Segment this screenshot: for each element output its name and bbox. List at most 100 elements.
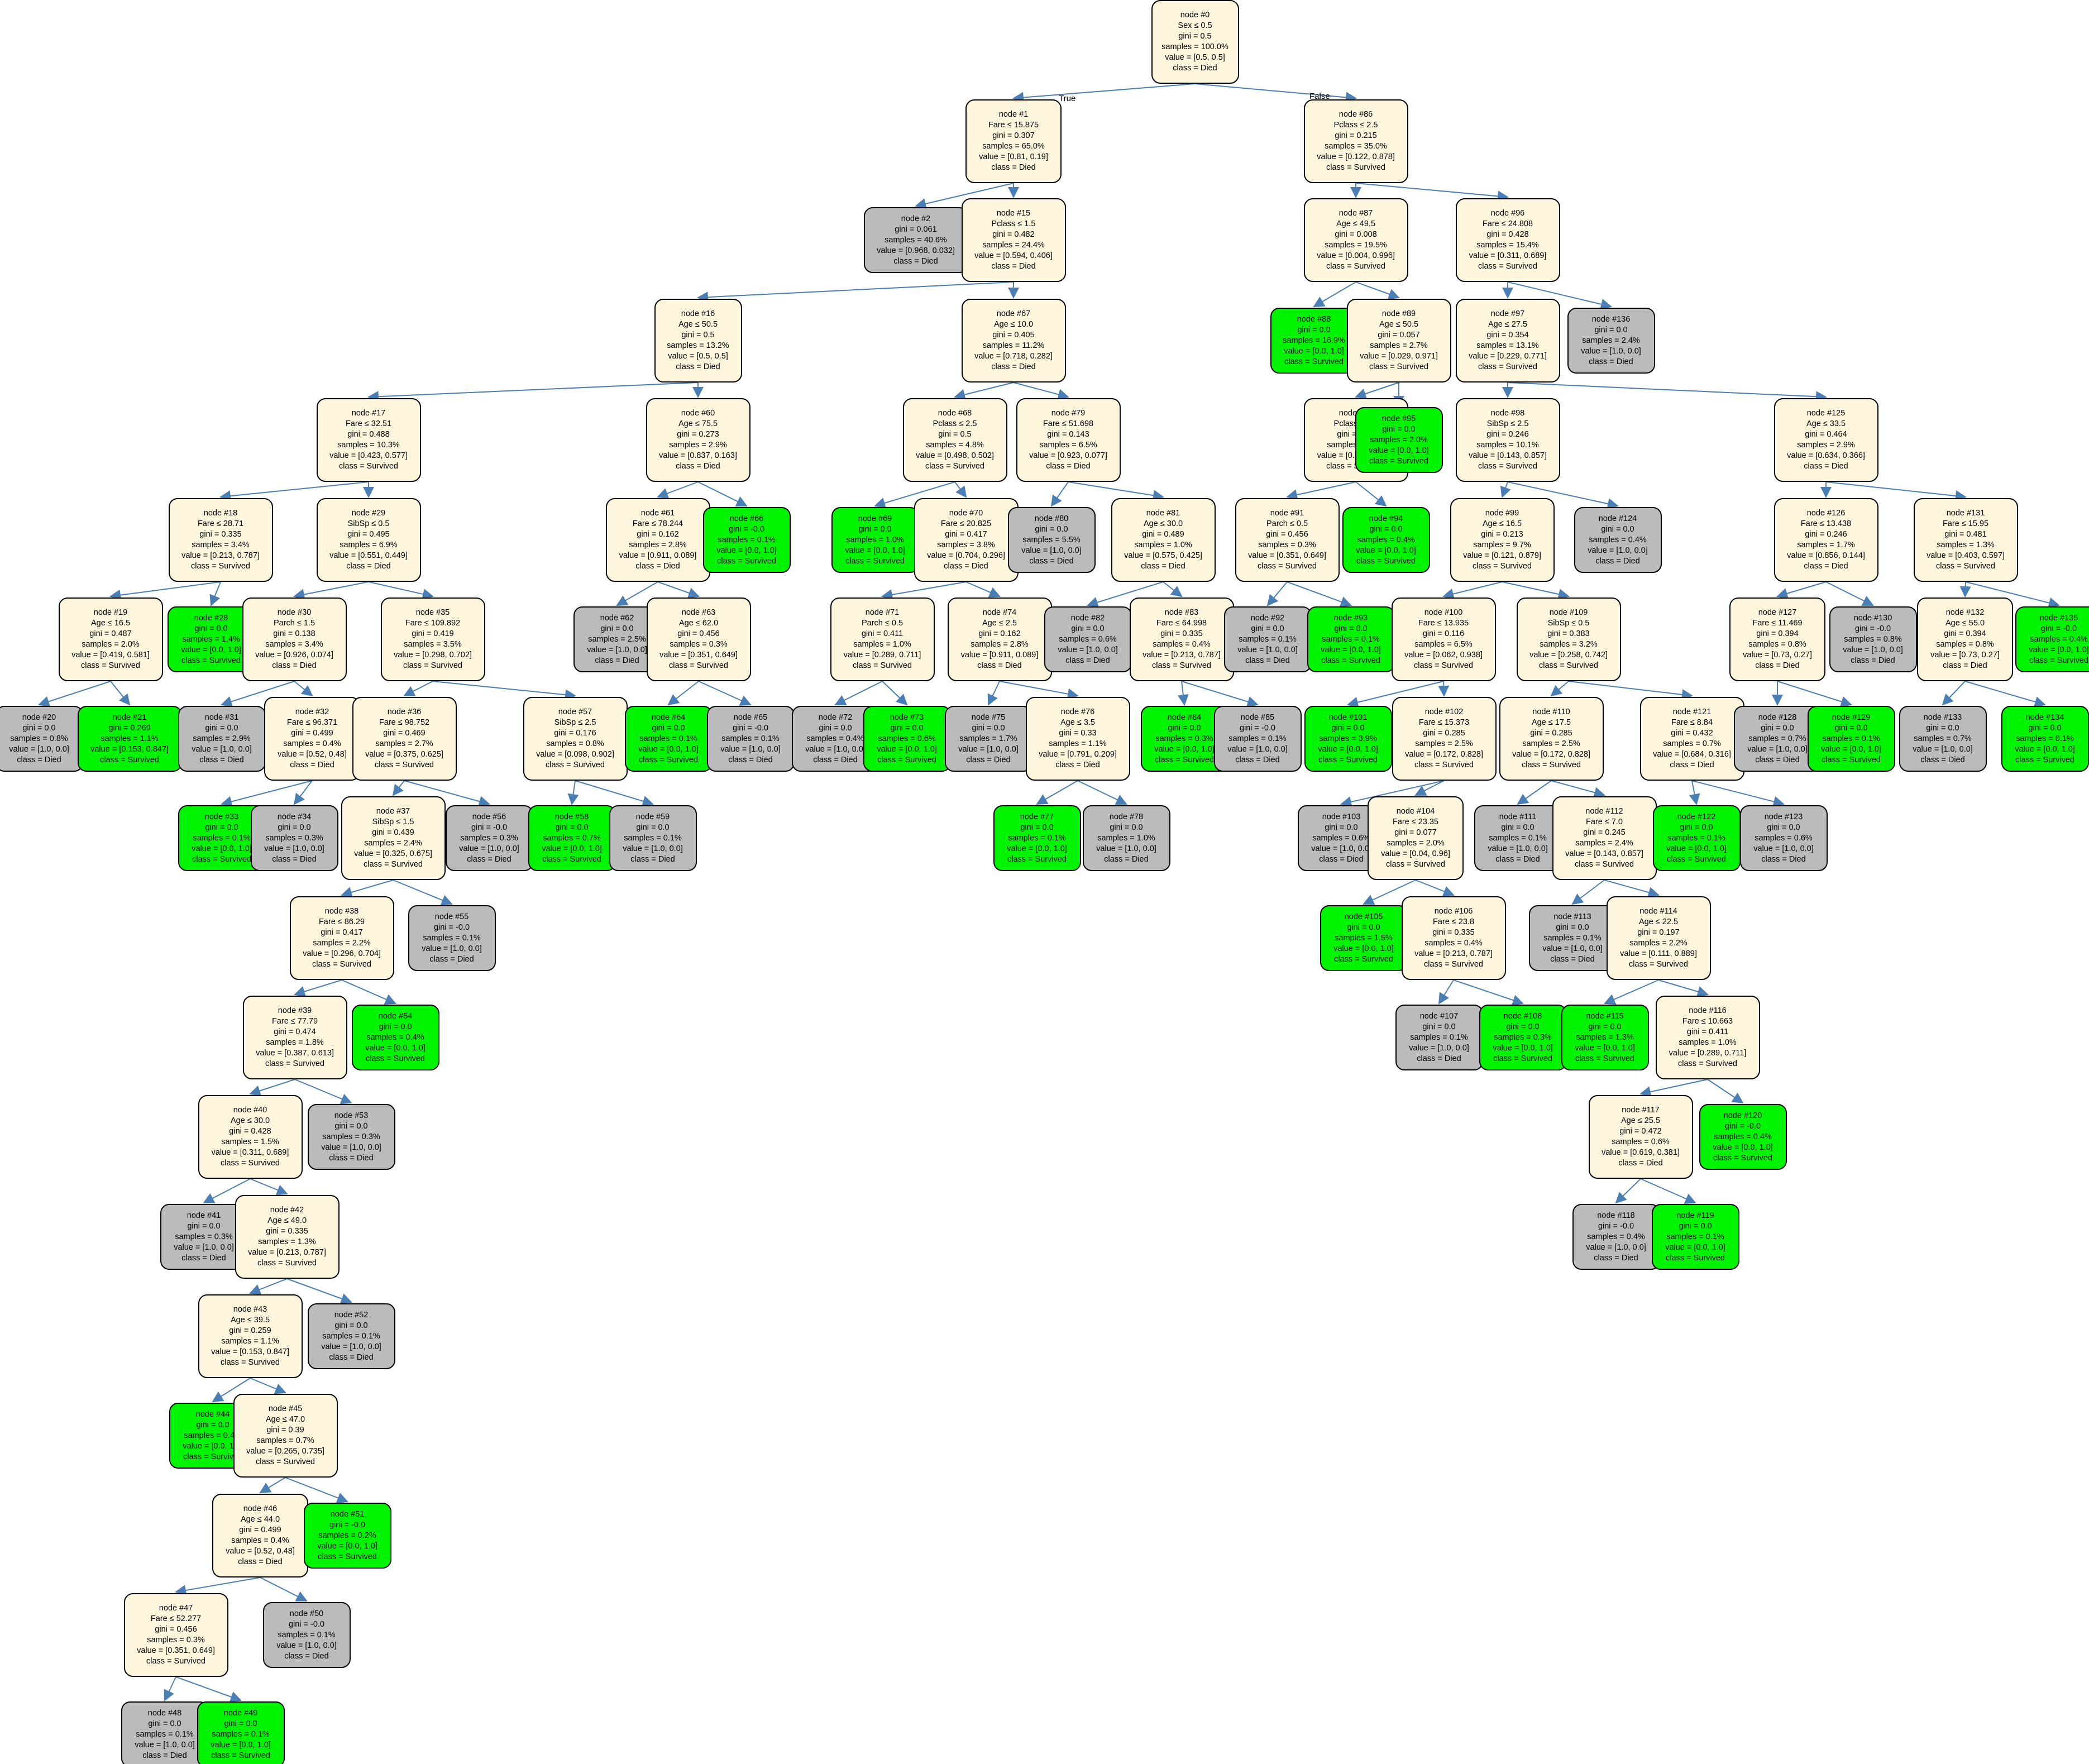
node-line: value = [0.121, 0.879] xyxy=(1463,551,1541,560)
node-line: node #133 xyxy=(1923,713,1962,722)
node-line: node #53 xyxy=(334,1111,369,1120)
node-line: value = [0.968, 0.032] xyxy=(877,246,955,255)
node-line: node #70 xyxy=(949,509,983,518)
node-line: class = Survived xyxy=(1522,761,1581,769)
node-line: value = [0.265, 0.735] xyxy=(246,1447,324,1456)
node-line: samples = 0.1% xyxy=(1667,833,1725,843)
node-line: samples = 6.5% xyxy=(1039,441,1097,450)
node-line: gini = 0.273 xyxy=(677,430,719,439)
node-line: gini = 0.246 xyxy=(1486,430,1529,439)
node-line: gini = 0.0 xyxy=(636,823,670,832)
node-line: gini = 0.405 xyxy=(992,331,1035,340)
node-line: node #31 xyxy=(204,713,239,722)
node-line: value = [0.0, 1.0] xyxy=(1284,346,1344,356)
node-line: gini = -0.0 xyxy=(1239,723,1276,733)
node-line: gini = 0.488 xyxy=(347,430,390,439)
node-line: samples = 1.0% xyxy=(846,535,904,544)
node-line: samples = 0.1% xyxy=(1543,933,1602,943)
node-line: value = [0.73, 0.27] xyxy=(1930,651,2000,659)
node-line: gini = 0.0 xyxy=(1020,823,1054,832)
node-line: gini = 0.0 xyxy=(1834,723,1868,733)
node-line: gini = -0.0 xyxy=(288,1619,325,1629)
node-line: value = [0.289, 0.711] xyxy=(843,651,921,659)
node-line: value = [0.153, 0.847] xyxy=(211,1347,289,1356)
node-line: node #0 xyxy=(1180,11,1210,20)
edge-102-104 xyxy=(1414,780,1445,796)
node-line: value = [0.351, 0.649] xyxy=(137,1646,215,1655)
node-line: value = [1.0, 0.0] xyxy=(192,744,252,754)
node-line: class = Survived xyxy=(339,462,398,471)
node-line: node #87 xyxy=(1339,209,1373,218)
edge-38-39 xyxy=(294,979,342,997)
node-line: gini = 0.472 xyxy=(1619,1127,1662,1136)
node-line: class = Died xyxy=(991,163,1036,172)
node-line: samples = 1.0% xyxy=(853,640,911,649)
node-line: Age ≤ 47.0 xyxy=(265,1415,305,1424)
node-line: gini = 0.419 xyxy=(412,629,454,638)
edge-63-64 xyxy=(667,681,699,706)
node-line: class = Survived xyxy=(256,1457,315,1466)
node-line: node #107 xyxy=(1419,1011,1459,1021)
node-line: value = [0.0, 1.0] xyxy=(1665,1242,1725,1252)
node-line: samples = 2.9% xyxy=(669,441,727,450)
edge-126-127 xyxy=(1776,581,1827,599)
node-line: value = [0.0, 1.0] xyxy=(1493,1043,1553,1053)
node-line: gini = 0.0 xyxy=(890,723,924,733)
node-line: gini = -0.0 xyxy=(732,723,769,733)
node-line: gini = 0.335 xyxy=(1160,629,1203,638)
node-line: node #126 xyxy=(1806,509,1846,518)
node-line: samples = 1.5% xyxy=(221,1137,279,1146)
node-line: samples = 2.5% xyxy=(588,634,646,644)
node-line: node #36 xyxy=(387,707,422,716)
node-line: samples = 3.8% xyxy=(937,541,995,549)
node-line: value = [0.911, 0.089] xyxy=(619,551,697,560)
node-line: class = Survived xyxy=(375,761,434,769)
node-line: gini = 0.411 xyxy=(861,629,904,638)
node-line: Fare ≤ 13.935 xyxy=(1418,619,1469,628)
node-line: class = Survived xyxy=(1258,562,1317,571)
node-line: samples = 2.5% xyxy=(1522,739,1580,748)
node-line: node #119 xyxy=(1676,1211,1714,1220)
node-line: samples = 2.5% xyxy=(1415,739,1473,748)
node-line: value = [1.0, 0.0] xyxy=(1021,546,1082,555)
node-line: class = Survived xyxy=(877,755,936,764)
node-line: samples = 65.0% xyxy=(982,142,1045,151)
node-line: node #32 xyxy=(295,707,329,716)
node-line: node #101 xyxy=(1328,713,1368,722)
edge-131-135 xyxy=(1965,581,2060,609)
node-line: samples = 2.0% xyxy=(1370,435,1428,444)
node-line: samples = 0.6% xyxy=(1612,1137,1670,1146)
node-line: value = [0.0, 1.0] xyxy=(181,645,241,654)
node-line: samples = 4.8% xyxy=(926,441,984,450)
node-line: value = [0.004, 0.996] xyxy=(1317,251,1395,260)
node-line: class = Died xyxy=(944,562,988,571)
node-line: samples = 0.1% xyxy=(2016,734,2074,743)
node-line: samples = 0.3% xyxy=(147,1636,205,1645)
node-line: Fare ≤ 52.277 xyxy=(150,1614,202,1623)
edge-127-129 xyxy=(1777,681,1852,707)
node-line: samples = 1.4% xyxy=(182,634,240,644)
node-line: node #86 xyxy=(1339,110,1373,119)
node-line: gini = 0.138 xyxy=(273,629,315,638)
edge-125-131 xyxy=(1825,481,1967,502)
node-line: value = [1.0, 0.0] xyxy=(1586,1242,1646,1252)
edge-45-51 xyxy=(285,1477,348,1503)
node-line: gini = 0.5 xyxy=(1178,32,1212,41)
node-line: class = Survived xyxy=(1321,656,1380,665)
